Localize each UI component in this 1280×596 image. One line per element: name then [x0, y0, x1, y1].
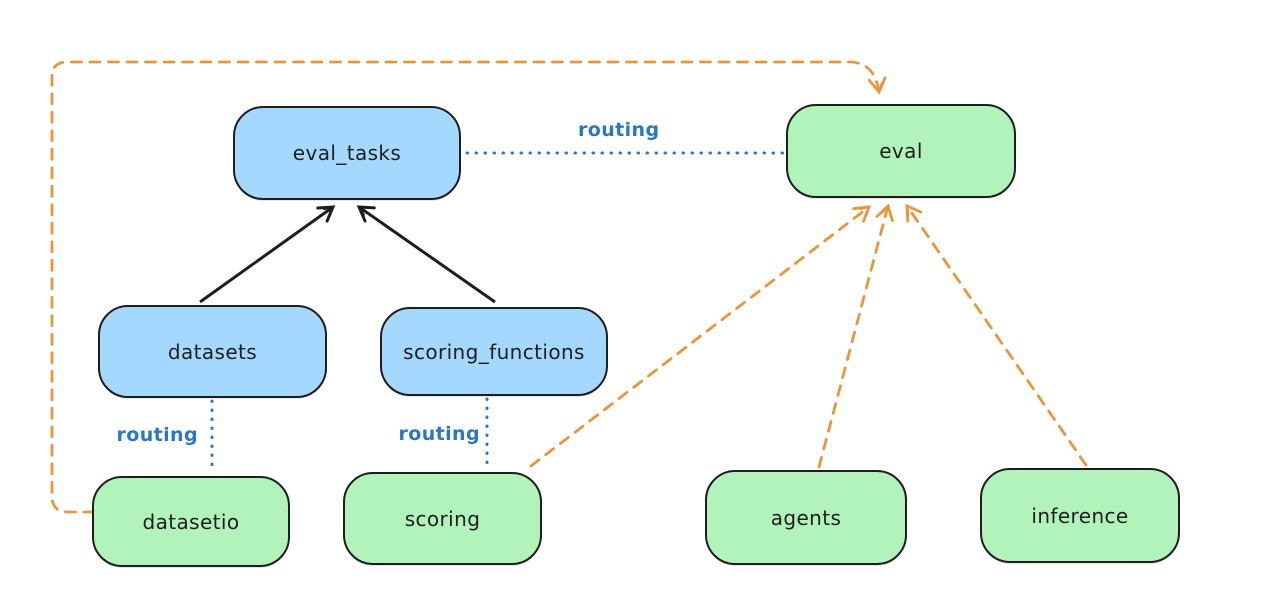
edge-inference-to-eval: [905, 203, 1088, 467]
node-label: datasetio: [142, 509, 240, 534]
node-agents: agents: [705, 470, 907, 565]
node-label: agents: [770, 505, 842, 530]
node-label: datasets: [167, 339, 258, 364]
node-datasetio: datasetio: [92, 476, 290, 567]
edge-datasets-to-eval-tasks: [199, 205, 336, 304]
node-scoring: scoring: [343, 472, 542, 565]
edge-datasetio-to-eval-loop: [50, 60, 887, 514]
node-label: inference: [1031, 503, 1129, 528]
node-label: eval_tasks: [292, 141, 402, 165]
edge-scoring-to-eval: [529, 205, 872, 468]
node-label: eval: [879, 139, 923, 163]
node-scoring-functions: scoring_functions: [380, 307, 608, 396]
edge-label-routing-datasetio: routing: [116, 424, 198, 446]
edge-scoring-functions-to-eval-tasks: [356, 205, 496, 304]
edge-agents-to-eval: [817, 203, 894, 469]
node-eval-tasks: eval_tasks: [233, 106, 461, 200]
edge-label-routing-scoring: routing: [398, 423, 480, 445]
node-label: scoring_functions: [403, 339, 585, 364]
node-eval: eval: [786, 104, 1016, 198]
node-datasets: datasets: [98, 305, 327, 398]
edge-label-routing-eval: routing: [578, 119, 660, 141]
node-label: scoring: [404, 506, 481, 531]
node-inference: inference: [980, 468, 1180, 563]
